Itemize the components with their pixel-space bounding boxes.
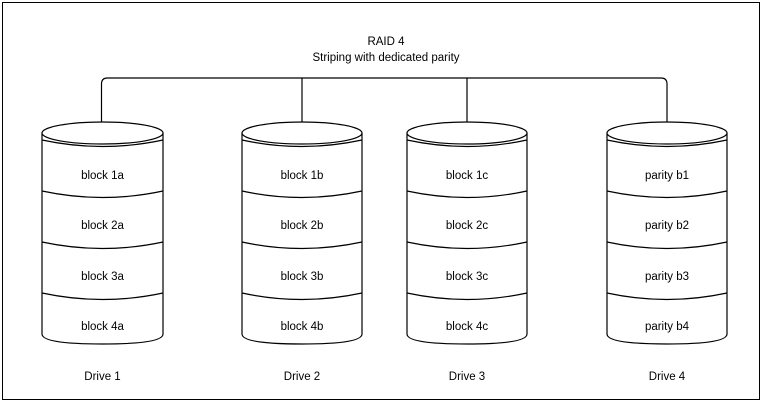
drive-4-block-2-label: parity b2: [645, 220, 689, 232]
drive-1-group: block 1a block 2a block 3a block 4a Driv…: [41, 121, 164, 383]
drive-2-block-4-label: block 4b: [281, 321, 324, 333]
diagram-title-line1: RAID 4: [367, 36, 405, 48]
drive-2-block-3-label: block 3b: [281, 271, 324, 283]
drive-1-divider-3: [41, 241, 164, 250]
drive-4-block-4-label: parity b4: [645, 321, 690, 333]
drive-3-divider-1: [406, 139, 528, 148]
drive-2-block-1-label: block 1b: [281, 170, 324, 182]
drive-2-cylinder-top: [241, 121, 363, 145]
drive-4-divider-4: [606, 292, 728, 301]
drive-1-cylinder-top: [41, 121, 164, 145]
drive-3-group: block 1c block 2c block 3c block 4c Driv…: [406, 121, 528, 383]
drive-4-divider-3: [606, 241, 728, 250]
drive-3-divider-3: [406, 241, 528, 250]
drive-2-label: Drive 2: [284, 371, 320, 383]
drive-4-block-1-label: parity b1: [645, 170, 689, 182]
drive-4-block-3-label: parity b3: [645, 271, 689, 283]
diagram-title-line2: Striping with dedicated parity: [312, 52, 459, 64]
drive-3-block-1-label: block 1c: [446, 170, 488, 182]
drive-3-divider-2: [406, 190, 528, 199]
drive-3-label: Drive 3: [449, 371, 485, 383]
drive-1-label: Drive 1: [84, 371, 120, 383]
drive-4-label: Drive 4: [649, 371, 686, 383]
drive-4-cylinder-body: [606, 132, 728, 345]
controller-bus-line: [100, 77, 668, 124]
drive-4-divider-2: [606, 190, 728, 199]
drive-2-divider-4: [241, 292, 363, 301]
drive-1-divider-4: [41, 292, 164, 301]
drive-1-cylinder-body: [41, 132, 164, 345]
drive-1-block-1-label: block 1a: [81, 170, 124, 182]
drive-2-divider-1: [241, 139, 363, 148]
drive-3-block-3-label: block 3c: [446, 271, 488, 283]
drive-2-divider-3: [241, 241, 363, 250]
drive-3-divider-4: [406, 292, 528, 301]
drive-1-divider-2: [41, 190, 164, 199]
drive-4-group: parity b1 parity b2 parity b3 parity b4 …: [606, 121, 728, 383]
drive-3-block-2-label: block 2c: [446, 220, 488, 232]
drive-2-cylinder-body: [241, 132, 363, 345]
drive-1-block-4-label: block 4a: [81, 321, 124, 333]
drive-3-cylinder-body: [406, 132, 528, 345]
drive-2-group: block 1b block 2b block 3b block 4b Driv…: [241, 121, 363, 383]
drive-2-block-2-label: block 2b: [281, 220, 324, 232]
drive-3-block-4-label: block 4c: [446, 321, 488, 333]
drive-1-block-2-label: block 2a: [81, 220, 124, 232]
drive-4-divider-1: [606, 139, 728, 148]
drive-3-cylinder-top: [406, 121, 528, 145]
drive-1-block-3-label: block 3a: [81, 271, 124, 283]
drive-4-cylinder-top: [606, 121, 728, 145]
drive-1-divider-1: [41, 139, 164, 148]
drive-2-divider-2: [241, 190, 363, 199]
